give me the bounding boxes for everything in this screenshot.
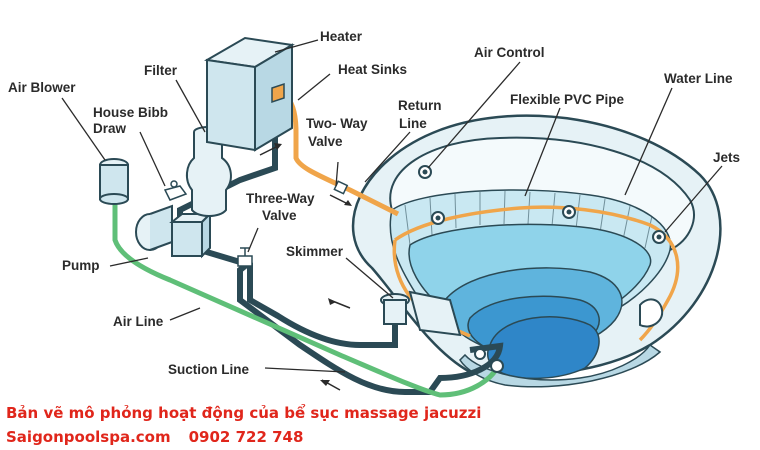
side-fitting (639, 298, 664, 328)
skimmer-box (408, 290, 462, 337)
label-skimmer: Skimmer (286, 244, 344, 259)
spa-cutaway (459, 343, 662, 388)
label-air-blower: Air Blower (8, 80, 76, 95)
air-blower (99, 158, 129, 205)
label-flexible-pvc-pipe: Flexible PVC Pipe (510, 92, 625, 107)
suction-line-pipe (237, 259, 504, 395)
leader-lines (61, 39, 723, 373)
air-line-pipe (112, 198, 500, 398)
label-heater: Heater (320, 29, 363, 44)
label-heat-sinks: Heat Sinks (338, 62, 407, 77)
label-house-bibb: House Bibb (93, 105, 168, 120)
label-two-way: Two- Way (306, 116, 368, 131)
label-return-line: Line (399, 116, 427, 131)
heater (204, 36, 295, 152)
label-return: Return (398, 98, 442, 113)
jets (431, 205, 666, 244)
suction-inlet (474, 348, 486, 360)
label-three-way-valve: Valve (262, 208, 297, 223)
caption-contact: Saigonpoolspa.com 0902 722 748 (6, 428, 303, 446)
label-air-line: Air Line (113, 314, 164, 329)
air-line-inlet (490, 359, 504, 373)
skimmer (380, 290, 462, 337)
spa-basin (351, 114, 722, 388)
heater-outlet (271, 82, 285, 104)
caption-title: Bản vẽ mô phỏng hoạt động của bể sục mas… (6, 404, 482, 422)
label-suction-line: Suction Line (168, 362, 249, 377)
wall-tiles (404, 190, 653, 249)
heater-front (206, 58, 256, 152)
caption-phone: 0902 722 748 (188, 428, 304, 446)
label-pump: Pump (62, 258, 100, 273)
three-way-valve (237, 247, 253, 267)
label-filter: Filter (144, 63, 178, 78)
label-air-control: Air Control (474, 45, 545, 60)
label-water-line: Water Line (664, 71, 733, 86)
house-bibb (163, 180, 188, 201)
label-house-bibb-draw: Draw (93, 121, 127, 136)
label-two-way-valve: Valve (308, 134, 343, 149)
caption-website: Saigonpoolspa.com (6, 428, 171, 446)
label-three-way: Three-Way (246, 191, 315, 206)
label-jets: Jets (713, 150, 740, 165)
pump (135, 204, 213, 259)
return-line-arrowhead (344, 200, 352, 206)
flexible-pvc-pipe (393, 205, 680, 342)
suction-line-pipe-2 (199, 247, 398, 348)
